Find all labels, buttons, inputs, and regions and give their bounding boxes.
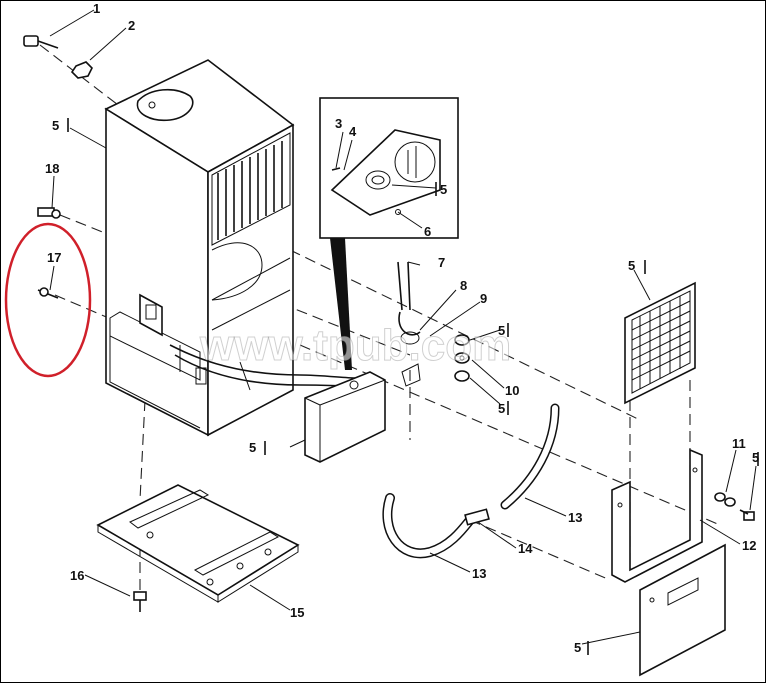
cover-panel (639, 543, 726, 677)
callout-13-upper: 13 (568, 510, 582, 525)
callout-7: 7 (438, 255, 445, 270)
callout-5-panel: 5 (440, 182, 447, 197)
callout-5-nut-b: 5 (498, 401, 505, 416)
hardware (23, 35, 755, 612)
callout-8: 8 (460, 278, 467, 293)
callout-5-cabinet: 5 (52, 118, 59, 133)
leader-lines (49, 9, 757, 645)
callout-3: 3 (335, 116, 342, 131)
callout-10: 10 (505, 383, 519, 398)
filter-screen (624, 281, 696, 405)
callout-9: 9 (480, 291, 487, 306)
callout-5-filter: 5 (628, 258, 635, 273)
hose-fitting (464, 508, 490, 526)
callout-5-box: 5 (249, 440, 256, 455)
callout-16: 16 (70, 568, 84, 583)
callout-ticks (67, 118, 759, 655)
callout-4: 4 (349, 124, 357, 139)
cabinet-housing (104, 59, 356, 437)
callout-17: 17 (47, 250, 61, 265)
nuts-and-washers (454, 334, 470, 382)
highlight-circle (4, 222, 92, 378)
connector-parts (397, 261, 421, 387)
callout-5-cover: 5 (574, 640, 581, 655)
bracket-frame (611, 448, 703, 583)
callout-2: 2 (128, 18, 135, 33)
callout-5-bolt: 5 (752, 450, 759, 465)
callout-15: 15 (290, 605, 304, 620)
callout-6: 6 (424, 224, 431, 239)
callout-5-nut-a: 5 (498, 323, 505, 338)
callout-13-lower: 13 (472, 566, 486, 581)
inset-detail-panel (319, 97, 459, 370)
callout-labels: 1 2 5 18 17 3 4 5 6 7 8 9 5 10 5 5 5 13 … (45, 1, 759, 655)
callout-12: 12 (742, 538, 756, 553)
electrical-box (304, 371, 386, 463)
hoses (382, 403, 560, 559)
watermark-text: www.tpub.com (199, 321, 511, 370)
cabinet-grille (211, 132, 291, 246)
base-plate (96, 484, 300, 603)
callout-18: 18 (45, 161, 59, 176)
callout-11: 11 (732, 436, 746, 451)
callout-14: 14 (518, 541, 533, 556)
callout-1: 1 (93, 1, 100, 16)
